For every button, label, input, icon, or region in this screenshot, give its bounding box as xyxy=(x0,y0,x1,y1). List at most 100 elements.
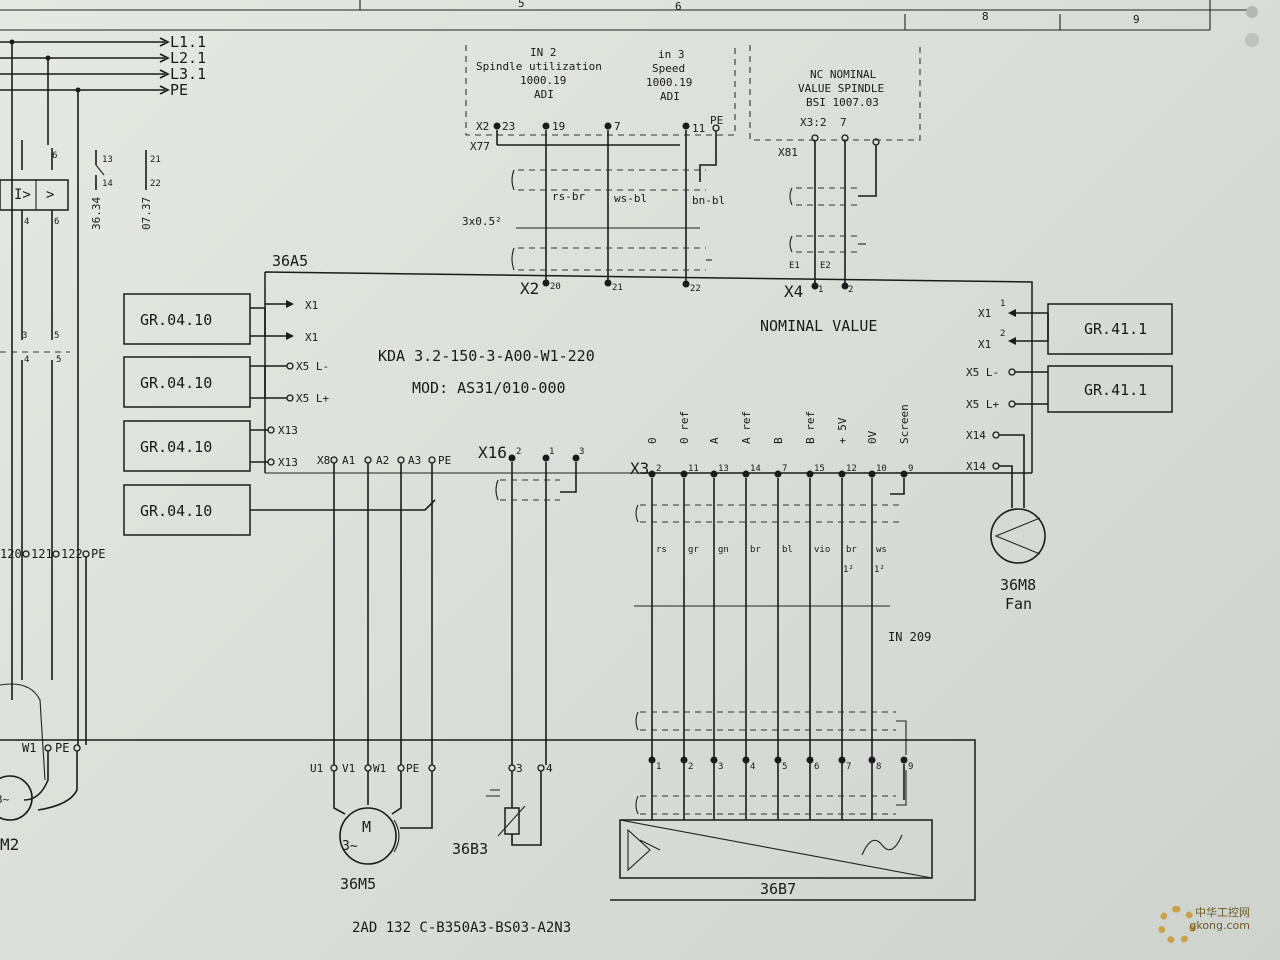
binder-hole-top xyxy=(1246,6,1258,18)
x3-signal-2: A xyxy=(708,437,721,444)
x3-pin-4: 7 xyxy=(782,464,787,474)
right-term-x1a: X1 xyxy=(978,307,991,320)
x3-signal-6: + 5V xyxy=(836,417,849,444)
motor-pe: PE xyxy=(406,762,419,775)
left-term-x13a: X13 xyxy=(278,424,298,437)
x3-pin-3: 14 xyxy=(750,464,761,474)
contact-13: 13 xyxy=(102,155,113,165)
x3-signal-5: B ref xyxy=(804,411,817,444)
right-pin1: 1 xyxy=(1000,299,1005,309)
x8-pe: PE xyxy=(438,454,451,467)
x3-pin-dot-3 xyxy=(742,470,750,478)
ruler-5: 5 xyxy=(518,0,525,10)
contact-14: 14 xyxy=(102,179,113,189)
gr-left-3: GR.04.10 xyxy=(140,438,212,456)
motor-symbol: M xyxy=(362,818,371,836)
term-pe-left-bottom: PE xyxy=(55,741,69,755)
encoder-pin-8: 9 xyxy=(908,762,913,772)
supply-lines: L1.1 L2.1 L3.1 PE xyxy=(0,33,206,745)
encoder-pin-5: 6 xyxy=(814,762,819,772)
x8-label: X8 xyxy=(317,454,330,467)
left-term-x5-minus: X5 L- xyxy=(296,360,329,373)
sensor-ref: 36B3 xyxy=(452,840,488,858)
motor-ref: 36M5 xyxy=(340,875,376,893)
wire-rs-br: rs-br xyxy=(552,190,585,203)
line-pe: PE xyxy=(170,81,188,99)
x3-signal-4: B xyxy=(772,437,785,444)
x3-pin-2: 13 xyxy=(718,464,729,474)
x16-pin3: 3 xyxy=(579,447,584,457)
binder-hole xyxy=(1245,33,1259,47)
x3-pin-7: 10 xyxy=(876,464,887,474)
encoder-pin-dot-8 xyxy=(900,756,908,764)
left-term-x1b: X1 xyxy=(305,331,318,344)
left-term-x13b: X13 xyxy=(278,456,298,469)
x3-sub-ws: 1² xyxy=(874,565,885,575)
term-7: 7 xyxy=(614,120,621,133)
drive-model: KDA 3.2-150-3-A00-W1-220 xyxy=(378,347,595,365)
x16-pin1: 1 xyxy=(549,447,554,457)
x3-pin-1: 11 xyxy=(688,464,699,474)
line-l1: L1.1 xyxy=(170,33,206,51)
left-motor-phase: 3~ xyxy=(0,793,10,806)
x3-color-7: ws xyxy=(876,545,887,555)
gr-right-boxes: GR.41.1 GR.41.1 xyxy=(1047,303,1173,413)
x3-signal-8: Screen xyxy=(898,404,911,444)
sensor-term4: 4 xyxy=(546,762,553,775)
gr-left-boxes: GR.04.10 GR.04.10 GR.04.10 GR.04.10 xyxy=(123,293,251,536)
x8-a1: A1 xyxy=(342,454,355,467)
right-pin2: 2 xyxy=(1000,329,1005,339)
gr-left-1: GR.04.10 xyxy=(140,311,212,329)
sensor-term3: 3 xyxy=(516,762,523,775)
contact-21: 21 xyxy=(150,155,161,165)
nc-line2: VALUE SPINDLE xyxy=(798,82,884,95)
x2-pin21: 21 xyxy=(612,283,623,293)
x3-pin-dot-8 xyxy=(900,470,908,478)
analog-inputs-box: IN 2 Spindle utilization 1000.19 ADI in … xyxy=(462,45,736,285)
x3-wire-screen xyxy=(890,478,905,495)
x3-pin-dot-7 xyxy=(868,470,876,478)
connector-x81: X81 xyxy=(778,146,798,159)
x3-pin-dot-2 xyxy=(710,470,718,478)
x3-color-1: gr xyxy=(688,545,699,555)
ruler-9: 9 xyxy=(1133,13,1140,26)
x8-a2: A2 xyxy=(376,454,389,467)
right-term-x1b: X1 xyxy=(978,338,991,351)
right-term-x5-plus: X5 L+ xyxy=(966,398,999,411)
watermark-cn: 中华工控网 xyxy=(1195,906,1250,919)
in2-title: IN 2 xyxy=(530,46,557,59)
x3-color-6: br xyxy=(846,545,857,555)
left-term-x1a: X1 xyxy=(305,299,318,312)
in3-sub: Speed xyxy=(652,62,685,75)
shield-e2: E2 xyxy=(820,261,831,271)
line-l3: L3.1 xyxy=(170,65,206,83)
fan-ref: 36M8 xyxy=(1000,576,1036,594)
term-122: 122 xyxy=(61,547,83,561)
x3-signal-0: 0 xyxy=(646,437,659,444)
term-120: 120 xyxy=(0,547,22,561)
in2-param: 1000.19 xyxy=(520,74,566,87)
motor-w1: W1 xyxy=(373,762,386,775)
nominal-value: NOMINAL VALUE xyxy=(760,317,877,335)
in2-sub: Spindle utilization xyxy=(476,60,602,73)
term-121: 121 xyxy=(31,547,53,561)
ref-0737: 07.37 xyxy=(140,197,153,230)
motor-u1: U1 xyxy=(310,762,323,775)
x3-sub-br: 1² xyxy=(843,565,854,575)
nc-line1: NC NOMINAL xyxy=(810,68,877,81)
drive-unit: 36A5 KDA 3.2-150-3-A00-W1-220 MOD: AS31/… xyxy=(250,252,1049,511)
x3-pin-dot-5 xyxy=(806,470,814,478)
sensor-block: X16 2 1 3 3 4 36B3 xyxy=(452,443,584,858)
top-ruler: 5 6 8 9 xyxy=(0,0,1255,31)
x2-label: X2 xyxy=(520,279,539,298)
ref-3634: 36.34 xyxy=(90,197,103,230)
term-x2: X2 xyxy=(476,120,489,133)
term-x3: X3: xyxy=(800,116,820,129)
x3-pin-dot-6 xyxy=(838,470,846,478)
ruler-8: 8 xyxy=(982,10,989,23)
svg-text:6: 6 xyxy=(54,217,59,227)
watermark-gear-icon xyxy=(1158,906,1196,944)
